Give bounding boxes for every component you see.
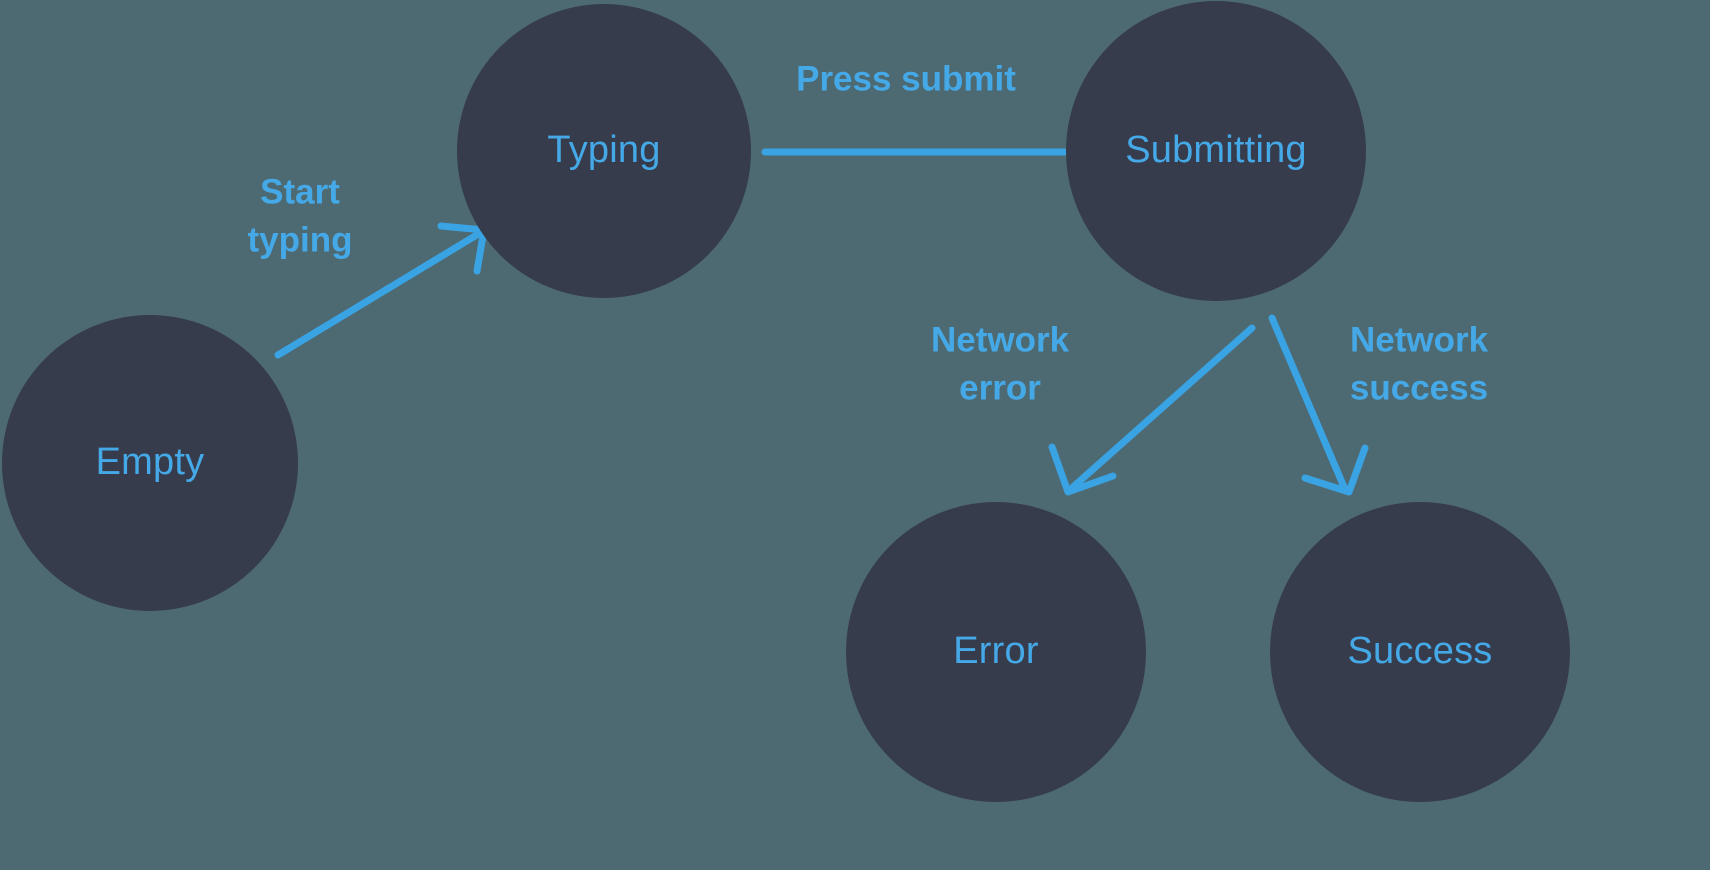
transition-network-error-line — [1069, 324, 1256, 491]
state-node-typing-circle — [457, 4, 751, 298]
state-node-submitting-circle — [1066, 1, 1366, 301]
transition-label-press-submit: Press submit — [796, 59, 1016, 98]
transition-label-start-typing: Start typing — [248, 172, 353, 259]
transition-label-network-success-line2: success — [1350, 368, 1488, 407]
state-node-submitting-label: Submitting — [1125, 129, 1307, 171]
transition-label-start-typing-line2: typing — [248, 220, 353, 259]
transition-start-typing-line — [274, 229, 484, 359]
state-node-error-circle — [846, 502, 1146, 802]
state-node-error-label: Error — [953, 630, 1039, 672]
transition-label-network-error: Network error — [931, 320, 1070, 407]
state-node-error[interactable]: Error — [846, 502, 1146, 802]
transition-network-success[interactable] — [1268, 314, 1369, 496]
state-node-success-circle — [1270, 502, 1570, 802]
transition-label-network-success-line1: Network — [1350, 320, 1489, 359]
transition-network-success-arrowhead — [1301, 444, 1369, 496]
transition-label-network-success: Network success — [1350, 320, 1489, 407]
transition-start-typing-arrowhead — [437, 222, 488, 275]
transition-label-start-typing-line1: Start — [260, 172, 340, 211]
state-node-success-label: Success — [1347, 630, 1492, 672]
state-node-submitting[interactable]: Submitting — [1066, 1, 1366, 301]
transition-label-network-error-line1: Network — [931, 320, 1070, 359]
state-node-typing[interactable]: Typing — [457, 4, 751, 298]
state-node-empty-circle — [2, 315, 298, 611]
transition-label-network-error-line2: error — [959, 368, 1041, 407]
transition-network-success-line — [1268, 314, 1348, 491]
state-node-empty-label: Empty — [96, 441, 205, 483]
state-node-empty[interactable]: Empty — [2, 315, 298, 611]
state-node-success[interactable]: Success — [1270, 502, 1570, 802]
transition-label-press-submit-line1: Press submit — [796, 59, 1016, 98]
transition-network-error[interactable] — [1048, 324, 1256, 496]
transition-network-error-arrowhead — [1048, 443, 1117, 496]
state-node-typing-label: Typing — [547, 129, 660, 171]
